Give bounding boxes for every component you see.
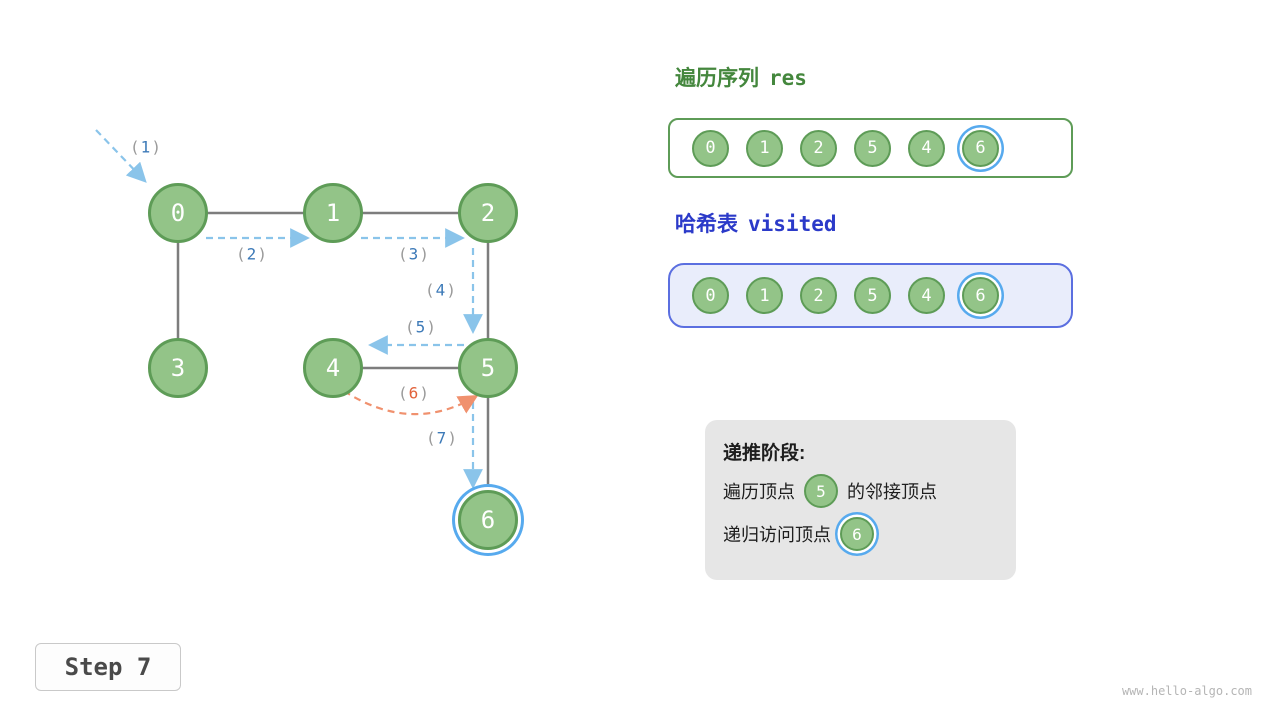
res-title-cn: 遍历序列 — [675, 67, 759, 90]
res-item-1: 1 — [746, 129, 783, 167]
graph-node-3-label: 3 — [170, 354, 186, 382]
graph-node-0-label: 0 — [170, 199, 186, 227]
graph-node-3: 3 — [148, 338, 208, 398]
step-mark-2: (2) — [236, 244, 268, 264]
step-mark-5: (5) — [405, 317, 437, 337]
phase-line1-node: 5 — [804, 474, 838, 508]
phase-line2-prefix: 递归访问顶点 — [723, 525, 831, 545]
dfs-arrow-step6-4-back-5 — [343, 390, 479, 416]
graph-node-5: 5 — [458, 338, 518, 398]
visited-title-code: visited — [748, 212, 837, 236]
phase-line1-suffix: 的邻接顶点 — [847, 482, 937, 502]
phase-line2-node-highlighted: 6 — [840, 517, 874, 551]
visited-item-1: 1 — [746, 277, 783, 314]
res-item-0: 0 — [692, 129, 729, 167]
graph-node-1-label: 1 — [325, 199, 341, 227]
graph-node-6-label: 6 — [480, 506, 496, 534]
graph-node-4: 4 — [303, 338, 363, 398]
res-item-4: 4 — [908, 129, 945, 167]
step-mark-7: (7) — [426, 428, 458, 448]
visited-item-2: 2 — [800, 277, 837, 314]
graph-node-0: 0 — [148, 183, 208, 243]
step-mark-1: (1) — [130, 137, 162, 157]
visited-item-5-highlighted: 6 — [962, 277, 999, 314]
graph-node-2-label: 2 — [480, 199, 496, 227]
res-item-3: 5 — [854, 129, 891, 167]
phase-line-1: 遍历顶点 5 的邻接顶点 — [723, 474, 998, 508]
step-mark-4: (4) — [425, 280, 457, 300]
res-item-2: 2 — [800, 129, 837, 167]
visited-item-4: 4 — [908, 277, 945, 314]
res-item-5-highlighted: 6 — [962, 129, 999, 167]
graph-node-1: 1 — [303, 183, 363, 243]
graph-node-4-label: 4 — [325, 354, 341, 382]
graph-node-6-highlighted: 6 — [458, 490, 518, 550]
watermark: www.hello-algo.com — [1121, 684, 1252, 698]
phase-line-2: 递归访问顶点 6 — [723, 517, 998, 551]
visited-item-3: 5 — [854, 277, 891, 314]
step-mark-6: (6) — [398, 383, 430, 403]
phase-line1-prefix: 遍历顶点 — [723, 482, 795, 502]
visited-panel-title: 哈希表 visited — [675, 208, 837, 238]
visited-item-0: 0 — [692, 277, 729, 314]
step-badge: Step 7 — [35, 643, 181, 691]
visited-set-box: 0 1 2 5 4 6 — [668, 263, 1073, 328]
res-title-code: res — [769, 66, 807, 90]
res-sequence-box: 0 1 2 5 4 6 — [668, 118, 1073, 178]
step-mark-3: (3) — [398, 244, 430, 264]
phase-info-box: 递推阶段: 遍历顶点 5 的邻接顶点 递归访问顶点 6 — [705, 420, 1016, 580]
graph-node-5-label: 5 — [480, 354, 496, 382]
visited-title-cn: 哈希表 — [675, 213, 738, 236]
graph-node-2: 2 — [458, 183, 518, 243]
res-panel-title: 遍历序列 res — [675, 62, 807, 92]
phase-title: 递推阶段: — [723, 443, 806, 464]
